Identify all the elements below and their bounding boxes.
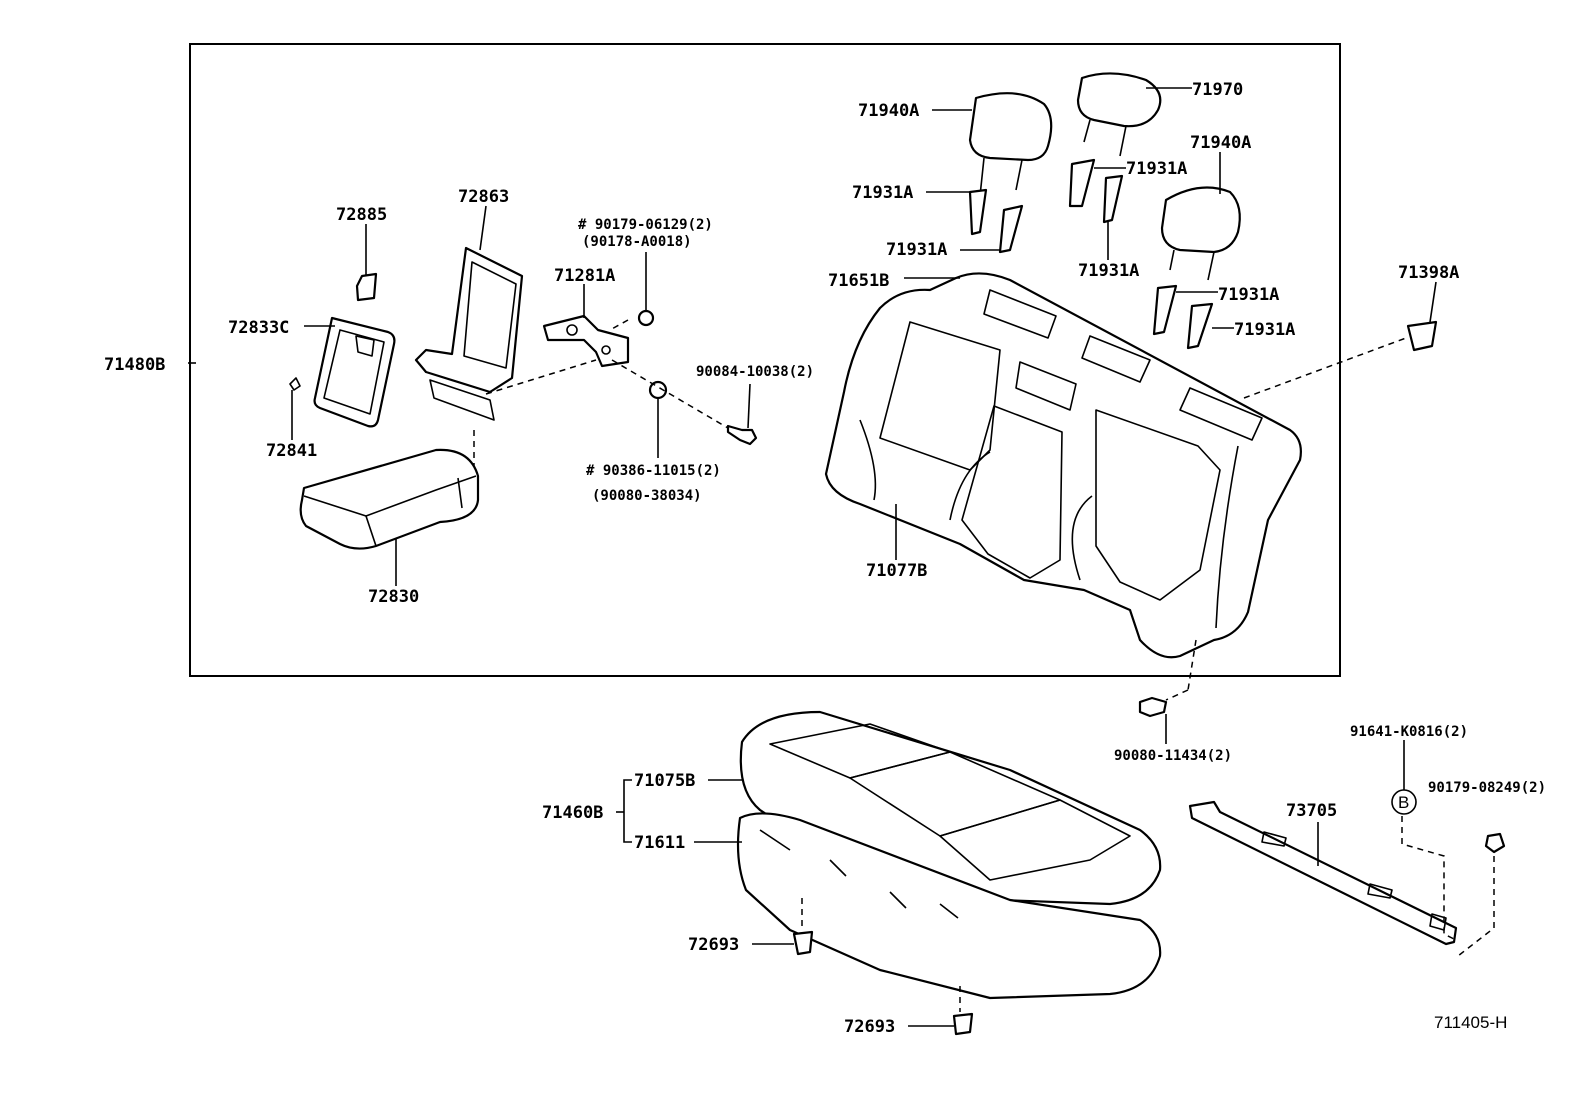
label-71940A-2: 71940A [1190, 133, 1251, 153]
part-72885-shape [355, 272, 378, 302]
label-71611: 71611 [634, 833, 685, 853]
label-72833C: 72833C [228, 318, 289, 338]
part-72833C-shape [313, 316, 396, 428]
label-90080-38034: (90080-38034) [592, 488, 702, 504]
label-90179-08249: 90179-08249(2) [1428, 780, 1546, 796]
part-71931A-guide-1 [968, 188, 988, 236]
label-72830: 72830 [368, 587, 419, 607]
label-71931A-6: 71931A [1234, 320, 1295, 340]
label-71931A-5: 71931A [1218, 285, 1279, 305]
part-71931A-guide-4 [1102, 174, 1124, 224]
label-71281A: 71281A [554, 266, 615, 286]
seat-back [824, 272, 1438, 744]
part-71281A-shape [542, 314, 630, 368]
label-71398A: 71398A [1398, 263, 1459, 283]
nut-90179-08249 [1484, 832, 1506, 854]
part-72693-clip-2 [952, 1012, 974, 1036]
part-71931A-guide-2 [998, 204, 1024, 254]
part-71611-cushion-pad [736, 812, 1162, 1000]
label-71077B: 71077B [866, 561, 927, 581]
label-71460B: 71460B [542, 803, 603, 823]
label-72885: 72885 [336, 205, 387, 225]
part-72830-shape [299, 448, 480, 550]
label-71931A-4: 71931A [1078, 261, 1139, 281]
label-91641-K0816: 91641-K0816(2) [1350, 724, 1468, 740]
armrest-group [188, 205, 524, 586]
part-71931A-guide-5 [1152, 284, 1178, 336]
label-ref-B: B [1398, 793, 1409, 812]
label-71651B: 71651B [828, 271, 889, 291]
label-71931A-3: 71931A [886, 240, 947, 260]
part-71931A-guide-6 [1186, 302, 1214, 350]
label-90084-10038: 90084-10038(2) [696, 364, 814, 380]
label-72693-2: 72693 [844, 1017, 895, 1037]
label-71970: 71970 [1192, 80, 1243, 100]
part-73705-rail [1188, 800, 1458, 946]
label-72841: 72841 [266, 441, 317, 461]
label-90386-11015: # 90386-11015(2) [586, 463, 721, 479]
part-71651B-shape [824, 272, 1302, 659]
part-71940A-headrest-1 [968, 92, 1053, 162]
label-71075B: 71075B [634, 771, 695, 791]
label-71940A-1: 71940A [858, 101, 919, 121]
label-72693-1: 72693 [688, 935, 739, 955]
label-71931A-1: 71931A [852, 183, 913, 203]
label-90080-11434: 90080-11434(2) [1114, 748, 1232, 764]
label-71931A-2: 71931A [1126, 159, 1187, 179]
nut-90179-06129 [637, 309, 655, 327]
rail-group [1188, 740, 1506, 957]
part-71398A-clip [1406, 320, 1438, 352]
part-71940A-headrest-2 [1160, 186, 1241, 254]
bolt-90084-10038 [726, 424, 758, 446]
label-72863: 72863 [458, 187, 509, 207]
headrest-group [926, 72, 1241, 350]
part-72693-clip-1 [792, 930, 814, 956]
label-71480B: 71480B [104, 355, 165, 375]
label-90179-06129: # 90179-06129(2) [578, 217, 713, 233]
diagram-code: 711405-H [1434, 1013, 1507, 1032]
bolt-90080-11434 [1138, 696, 1168, 718]
label-90178-A0018: (90178-A0018) [582, 234, 692, 250]
seat-cushion [616, 710, 1162, 1036]
label-73705: 73705 [1286, 801, 1337, 821]
seat-back-group-frame [189, 43, 1341, 677]
part-71970-headrest [1076, 72, 1162, 128]
hinge-group [485, 252, 758, 458]
part-71931A-guide-3 [1068, 158, 1096, 208]
part-72863-shape [414, 246, 524, 394]
